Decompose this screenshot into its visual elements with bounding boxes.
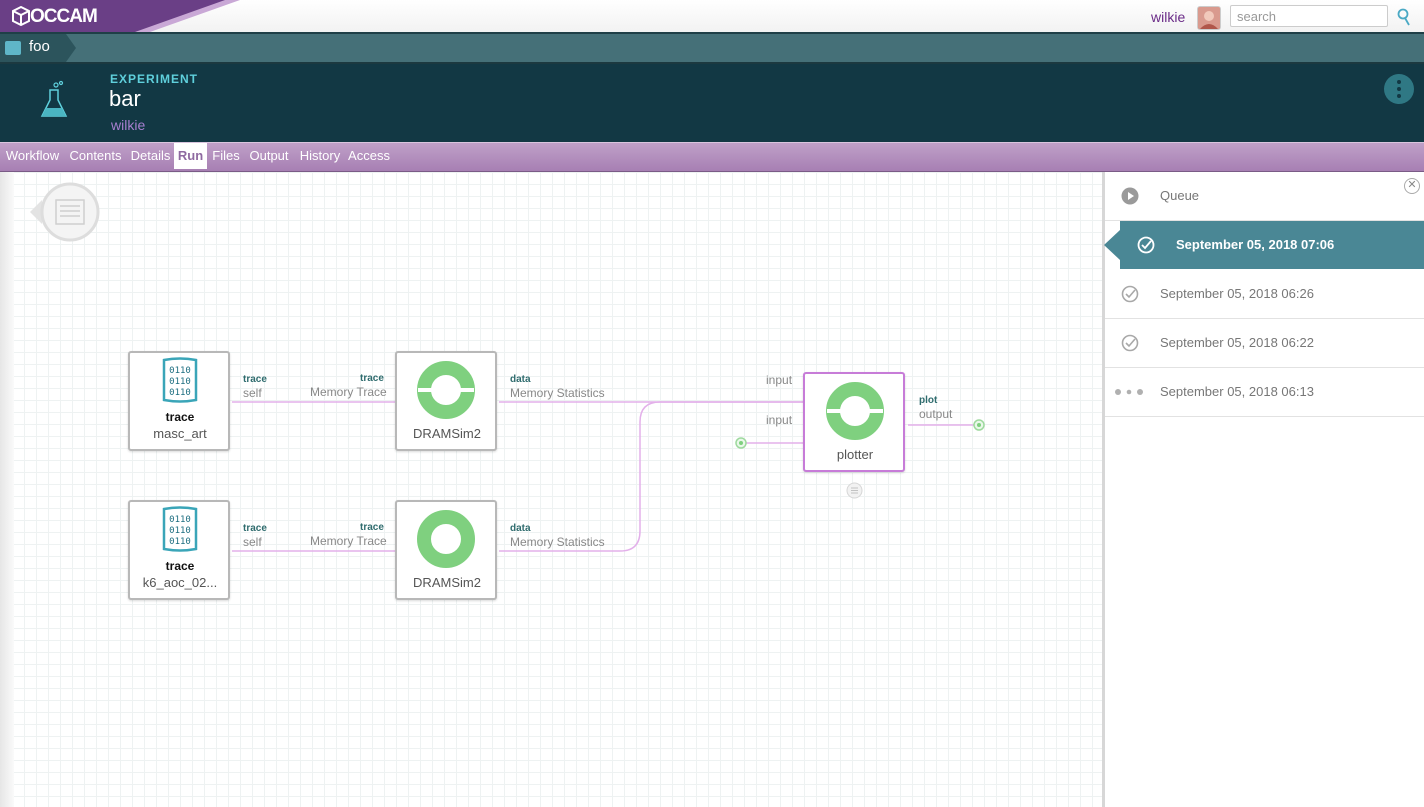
object-type-label: EXPERIMENT — [110, 72, 199, 86]
node-type-label: trace — [165, 410, 195, 424]
run-list-panel — [1102, 172, 1424, 807]
run-item-label: September 05, 2018 06:26 — [1160, 286, 1314, 301]
user-name-link[interactable]: wilkie — [1151, 9, 1186, 25]
port-name-label: Memory Statistics — [510, 535, 605, 549]
search-input[interactable] — [1230, 5, 1388, 27]
port-name-label: Memory Statistics — [510, 386, 605, 400]
node-name-label: k6_aoc_02... — [142, 575, 218, 590]
icon-text-line: 0110 — [169, 515, 191, 525]
run-item[interactable] — [1105, 368, 1424, 417]
plotter-icon — [826, 382, 884, 440]
run-item-label: September 05, 2018 07:06 — [1176, 237, 1335, 252]
run-item-selected[interactable] — [1120, 221, 1424, 269]
breadcrumb-label[interactable]: foo — [29, 38, 50, 55]
node-name-label: DRAMSim2 — [413, 575, 481, 590]
running-dots-icon — [1115, 389, 1143, 395]
breadcrumb-arrow — [66, 34, 76, 62]
port-name-label: Memory Trace — [310, 534, 387, 548]
port-name-label: self — [243, 386, 262, 400]
run-item[interactable] — [1105, 319, 1424, 368]
collapse-sidebar-icon[interactable] — [30, 182, 102, 242]
port-name-label: input — [766, 373, 793, 387]
port-name-label: Memory Trace — [310, 385, 387, 399]
run-item-label: September 05, 2018 06:13 — [1160, 384, 1314, 399]
port-type-label: trace — [360, 522, 384, 533]
node-name-label: plotter — [836, 447, 874, 462]
tab-files[interactable]: Files — [212, 148, 240, 163]
more-options-button[interactable] — [1384, 74, 1414, 104]
logo-icon[interactable] — [12, 6, 30, 26]
icon-text-line: 0110 — [169, 526, 191, 536]
port-type-label: data — [510, 374, 531, 385]
queue-row[interactable] — [1105, 172, 1424, 221]
close-icon[interactable]: ✕ — [1404, 178, 1420, 194]
tab-details[interactable]: Details — [130, 148, 171, 163]
port-type-label: trace — [243, 523, 267, 534]
tab-workflow[interactable]: Workflow — [5, 148, 60, 163]
node-name-label: masc_art — [153, 426, 207, 441]
port-type-label: trace — [360, 373, 384, 384]
binary-file-icon: 0110 0110 0110 — [162, 357, 198, 403]
search-icon[interactable] — [1396, 8, 1412, 26]
object-icon — [5, 41, 21, 55]
wire — [499, 401, 804, 552]
flask-icon — [40, 80, 68, 117]
node-name-label: DRAMSim2 — [413, 426, 481, 441]
tab-output[interactable]: Output — [249, 148, 289, 163]
run-item-label: September 05, 2018 06:22 — [1160, 335, 1314, 350]
tab-run[interactable]: Run — [174, 143, 207, 169]
tab-contents[interactable]: Contents — [69, 148, 122, 163]
tab-history[interactable]: History — [299, 148, 341, 163]
workflow-wires — [232, 401, 985, 552]
port-name-label: output — [919, 407, 953, 421]
icon-text-line: 0110 — [169, 388, 191, 398]
top-bar — [0, 0, 1424, 34]
port-name-label: self — [243, 535, 262, 549]
port-type-label: plot — [919, 395, 938, 406]
port-type-label: data — [510, 523, 531, 534]
icon-text-line: 0110 — [169, 366, 191, 376]
breadcrumb-bar — [0, 34, 1424, 64]
avatar[interactable] — [1197, 6, 1221, 30]
icon-text-line: 0110 — [169, 537, 191, 547]
simulator-node[interactable] — [395, 351, 497, 451]
port-type-label: trace — [243, 374, 267, 385]
avatar-image — [1198, 7, 1220, 29]
check-circle-icon — [1137, 236, 1155, 254]
run-item[interactable] — [1105, 270, 1424, 319]
check-circle-icon — [1121, 285, 1139, 303]
node-type-label: trace — [165, 559, 195, 573]
page-title: bar — [109, 86, 141, 111]
owner-link[interactable]: wilkie — [111, 117, 146, 133]
selection-pointer — [1104, 230, 1120, 260]
canvas-edge — [0, 172, 14, 807]
check-circle-icon — [1121, 334, 1139, 352]
simulator-icon — [417, 361, 475, 419]
icon-text-line: 0110 — [169, 377, 191, 387]
binary-file-icon: 0110 0110 0110 — [162, 506, 198, 552]
port-name-label: input — [766, 413, 793, 427]
node-config-icon[interactable] — [846, 482, 863, 499]
tab-access[interactable]: Access — [348, 148, 390, 163]
simulator-icon — [417, 510, 475, 568]
logo-text[interactable]: OCCAM — [30, 6, 98, 27]
queue-label: Queue — [1160, 188, 1200, 203]
workflow-canvas[interactable] — [0, 172, 1102, 807]
play-icon — [1121, 187, 1139, 205]
logo-band — [0, 0, 240, 32]
object-header — [0, 64, 1424, 142]
